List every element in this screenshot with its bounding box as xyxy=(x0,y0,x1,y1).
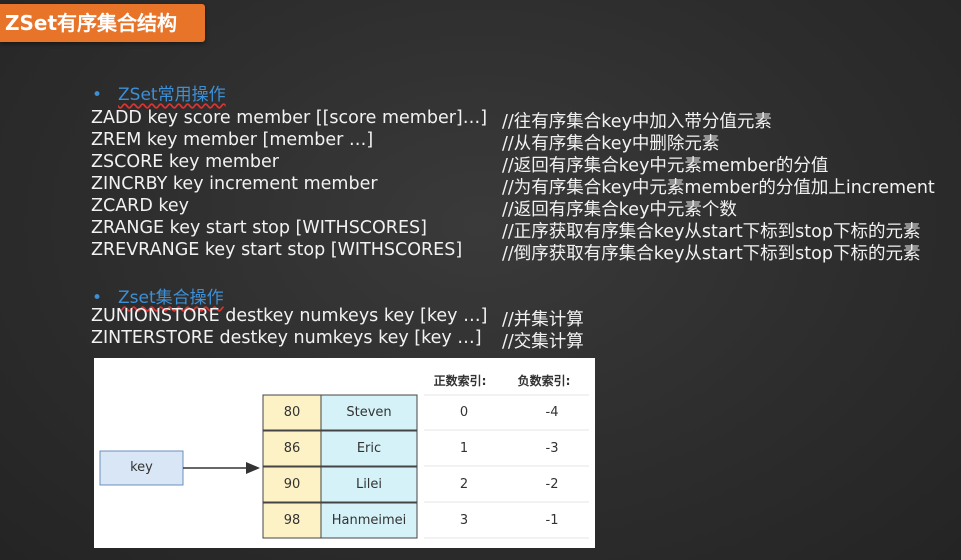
key-label: key xyxy=(130,460,153,475)
command-comment: //正序获取有序集合key从start下标到stop下标的元素 xyxy=(502,222,921,242)
command-text: ZRANGE key start stop [WITHSCORES] xyxy=(91,218,427,238)
member-cell xyxy=(320,430,418,467)
member-cell xyxy=(320,502,418,539)
zset-structure-diagram: key 正数索引: 负数索引: 80 Steven 0 -4 86 Eric 1… xyxy=(94,358,595,548)
member-value: Eric xyxy=(356,441,382,456)
section-heading-common-ops: • ZSet常用操作 xyxy=(92,80,226,105)
zset-rows xyxy=(262,394,418,539)
negative-index: -4 xyxy=(545,405,559,420)
command-comment: //倒序获取有序集合key从start下标到stop下标的元素 xyxy=(502,244,921,264)
command-text: ZINCRBY key increment member xyxy=(91,174,378,194)
section-heading-text: ZSet常用操作 xyxy=(118,85,226,105)
slide-title-badge: ZSet有序集合结构 xyxy=(0,4,205,42)
negative-index: -2 xyxy=(545,477,559,492)
arrow-head-icon xyxy=(246,462,260,474)
negative-index: -3 xyxy=(545,441,559,456)
command-text: ZINTERSTORE destkey numkeys key [key …] xyxy=(91,328,482,348)
score-value: 90 xyxy=(283,477,301,492)
slide-title: ZSet有序集合结构 xyxy=(5,11,178,35)
command-comment: //返回有序集合key中元素member的分值 xyxy=(502,156,829,176)
section-heading-text: Zset集合操作 xyxy=(118,288,224,308)
command-text: ZREVRANGE key start stop [WITHSCORES] xyxy=(91,240,463,260)
command-comment: //返回有序集合key中元素个数 xyxy=(502,200,737,220)
member-value: Steven xyxy=(346,405,392,420)
score-cell xyxy=(262,502,322,539)
command-comment: //往有序集合key中加入带分值元素 xyxy=(502,112,772,132)
command-text: ZCARD key xyxy=(91,196,190,216)
section-heading-set-ops: • Zset集合操作 xyxy=(92,283,224,308)
command-text: ZUNIONSTORE destkey numkeys key [key …] xyxy=(91,306,488,326)
command-text: ZADD key score member [[score member]…] xyxy=(91,108,488,128)
command-comment: //从有序集合key中删除元素 xyxy=(502,134,720,154)
member-value: Lilei xyxy=(355,477,383,492)
positive-index: 0 xyxy=(459,405,469,420)
diagram-svg xyxy=(99,394,589,539)
negative-index: -1 xyxy=(545,513,559,528)
score-value: 86 xyxy=(283,441,301,456)
score-value: 98 xyxy=(283,513,301,528)
command-text: ZREM key member [member …] xyxy=(91,130,374,150)
member-value: Hanmeimei xyxy=(331,513,407,528)
positive-index: 3 xyxy=(459,513,469,528)
positive-index: 2 xyxy=(459,477,469,492)
member-cell xyxy=(320,466,418,503)
score-value: 80 xyxy=(283,405,301,420)
command-comment: //交集计算 xyxy=(502,332,584,352)
command-comment: //并集计算 xyxy=(502,310,584,330)
negative-index-header: 负数索引: xyxy=(517,374,571,388)
member-cell xyxy=(320,394,418,431)
score-cell xyxy=(262,394,322,431)
positive-index: 1 xyxy=(459,441,469,456)
score-cell xyxy=(262,430,322,467)
positive-index-header: 正数索引: xyxy=(433,374,487,388)
command-comment: //为有序集合key中元素member的分值加上increment xyxy=(502,178,935,198)
command-text: ZSCORE key member xyxy=(91,152,279,172)
bullet: • xyxy=(92,85,103,105)
score-cell xyxy=(262,466,322,503)
bullet: • xyxy=(92,288,103,308)
